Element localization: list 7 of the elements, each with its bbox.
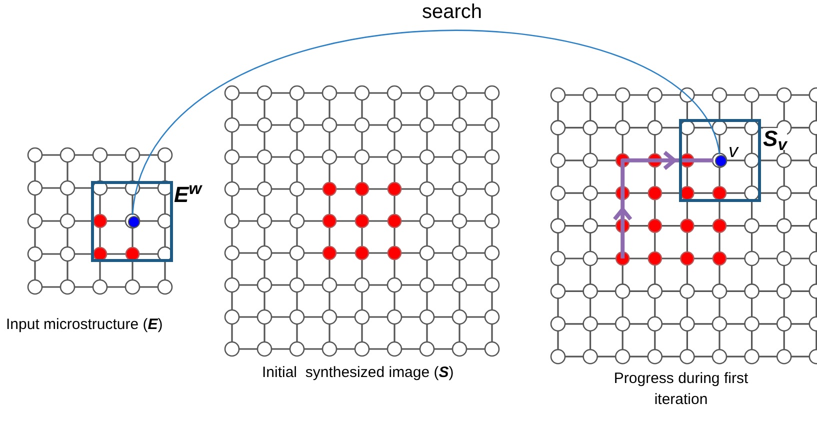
window-label: S$_{v}$ (763, 128, 787, 150)
caption: Progress during first iteration (612, 369, 750, 410)
window-label: E$^{w}$ (174, 184, 202, 206)
search-curve (132, 30, 720, 216)
node-label: v (728, 142, 738, 162)
caption: Input microstructure (E) (6, 315, 164, 335)
caption: Initial synthesized image (S) (262, 363, 455, 383)
